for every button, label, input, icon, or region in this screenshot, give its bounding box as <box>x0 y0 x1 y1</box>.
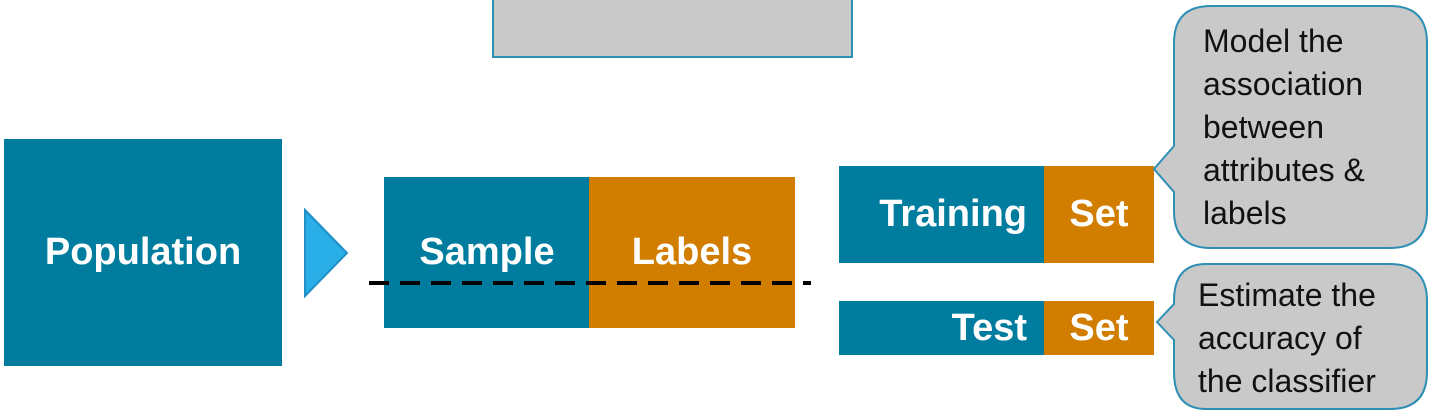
population-label: Population <box>44 231 242 273</box>
population-box: Population <box>4 139 282 366</box>
sample-label: Sample <box>419 231 555 273</box>
test-set-right-block: Set <box>1044 301 1154 355</box>
labels-label: Labels <box>631 231 753 273</box>
training-set-label: Set <box>1069 193 1129 235</box>
test-set-label: Set <box>1069 306 1129 349</box>
sample-box: Sample <box>384 177 590 328</box>
test-set-left-block: Test <box>839 301 1045 355</box>
test-label: Test <box>951 306 1027 349</box>
test-callout-text: Estimate the accuracy of the classifier <box>1198 277 1376 399</box>
split-dashed-line <box>369 281 811 285</box>
training-set-right-block: Set <box>1044 166 1154 263</box>
training-set-left-block: Training <box>839 166 1045 263</box>
training-callout-text: Model the association between attributes… <box>1203 23 1365 231</box>
right-triangle-arrow-icon <box>304 208 349 298</box>
test-callout-bubble <box>1155 263 1428 410</box>
top-gray-box <box>492 0 853 58</box>
training-label: Training <box>879 193 1027 235</box>
labels-box: Labels <box>589 177 795 328</box>
training-callout-bubble <box>1152 5 1428 249</box>
